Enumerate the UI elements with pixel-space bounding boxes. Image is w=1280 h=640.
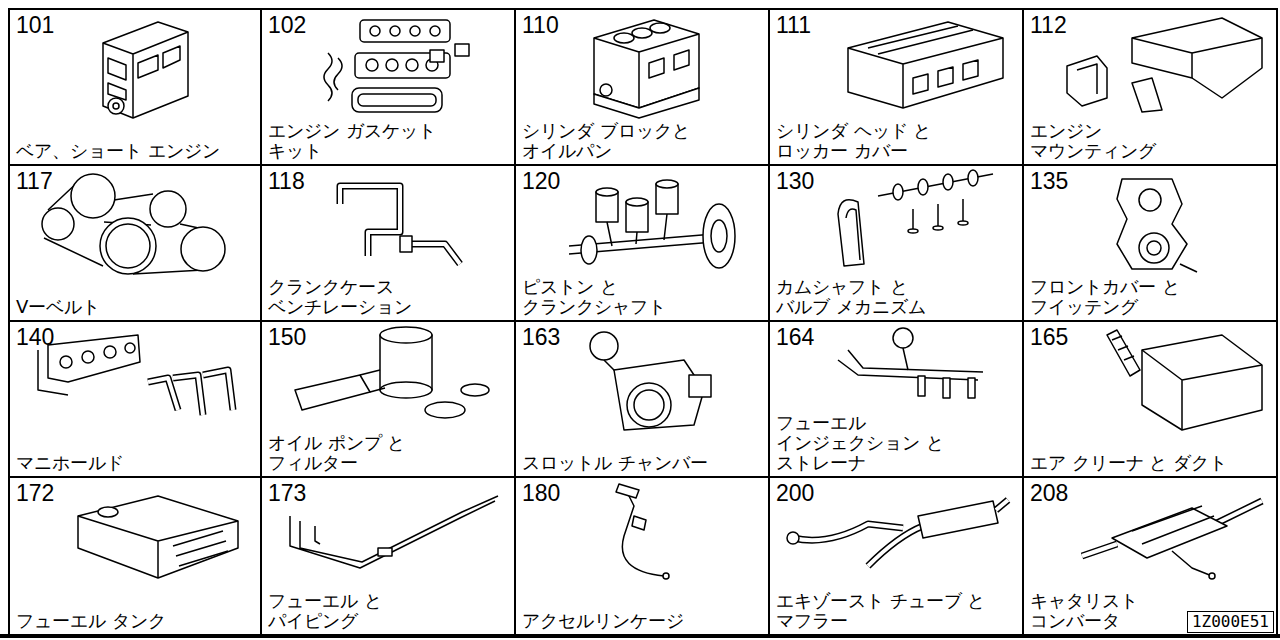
section-number: 163 (522, 325, 560, 350)
throttle-chamber-drawing (590, 332, 711, 430)
engine-mount-drawing (1067, 18, 1262, 112)
section-title: Vーベルト (16, 297, 100, 317)
catalyst-drawing (1082, 501, 1262, 579)
section-number: 111 (776, 13, 811, 38)
section-title: オイル ポンプ と フィルター (268, 433, 468, 473)
section-title: エンジン マウンティング (1030, 121, 1170, 161)
manifold-drawing (38, 335, 233, 415)
catalog-cell: 150 オイル ポンプ と フィルター (260, 320, 516, 478)
section-number: 135 (1030, 169, 1068, 194)
section-title: フューエル タンク (16, 611, 166, 631)
section-number: 150 (268, 325, 306, 350)
section-number: 117 (16, 169, 53, 194)
section-number: 180 (522, 481, 560, 506)
catalog-cell: 111 シリンダ ヘッド と ロッカー カバー (768, 8, 1024, 166)
catalog-cell: 164 フューエル インジェクション と ストレーナ (768, 320, 1024, 478)
cylinder-head-drawing (848, 22, 1003, 108)
section-title: フューエル インジェクション と ストレーナ (776, 413, 976, 473)
cylinder-block-drawing (594, 20, 699, 118)
section-title: シリンダ ヘッド と ロッカー カバー (776, 121, 976, 161)
camshaft-valve-drawing (838, 170, 993, 266)
drawing-code: 1Z000E51 (1187, 611, 1274, 633)
section-number: 172 (16, 481, 54, 506)
catalog-cell: 135 フロントカバー と フイッテング (1022, 164, 1278, 322)
section-title: クランクケース ベンチレーション (268, 277, 498, 317)
fuel-tank-drawing (78, 496, 238, 578)
exhaust-muffler-drawing (787, 500, 1008, 566)
accelerator-cable-drawing (616, 484, 669, 579)
section-number: 110 (522, 13, 559, 38)
belt-drawing (42, 174, 225, 274)
gasket-kit-drawing (324, 20, 469, 112)
section-title: エキゾースト チューブ と マフラー (776, 591, 1006, 631)
catalog-cell: 165 エア クリーナ と ダクト (1022, 320, 1278, 478)
section-title: シリンダ ブロックと オイルパン (522, 121, 752, 161)
section-title: フューエル と パイピング (268, 591, 448, 631)
catalog-cell: 200 エキゾースト チューブ と マフラー (768, 476, 1024, 636)
catalog-cell: 120 ピストン と クランクシャフト (514, 164, 770, 322)
section-number: 130 (776, 169, 814, 194)
section-title: エア クリーナ と ダクト (1030, 453, 1227, 473)
front-cover-drawing (1117, 179, 1197, 272)
section-number: 120 (522, 169, 560, 194)
section-number: 112 (1030, 13, 1067, 38)
section-title: アクセルリンケージ (522, 611, 684, 631)
section-number: 118 (268, 169, 305, 194)
section-number: 102 (268, 13, 306, 38)
fuel-piping-drawing (290, 496, 498, 568)
section-title: ピストン と クランクシャフト (522, 277, 722, 317)
section-number: 173 (268, 481, 306, 506)
catalog-cell: 101 ベア、ショート エンジン (8, 8, 262, 166)
catalog-cell: 117Vーベルト (8, 164, 262, 322)
section-number: 140 (16, 325, 54, 350)
section-number: 200 (776, 481, 814, 506)
catalog-cell: 102 エンジン ガスケット キット (260, 8, 516, 166)
section-title: スロットル チャンバー (522, 453, 708, 473)
section-title: キャタリスト コンバータ (1030, 591, 1180, 631)
section-title: フロントカバー と フイッテング (1030, 277, 1260, 317)
section-number: 165 (1030, 325, 1068, 350)
catalog-cell: 118 クランクケース ベンチレーション (260, 164, 516, 322)
section-title: ベア、ショート エンジン (16, 141, 220, 161)
section-title: エンジン ガスケット キット (268, 121, 458, 161)
ventilation-hose-drawing (340, 186, 460, 264)
fuel-injection-drawing (838, 328, 983, 398)
air-cleaner-drawing (1107, 330, 1262, 430)
section-number: 164 (776, 325, 814, 350)
catalog-cell: 180 アクセルリンケージ (514, 476, 770, 636)
section-number: 101 (16, 13, 54, 38)
section-title: カムシャフト と バルブ メカニズム (776, 277, 946, 317)
oil-pump-filter-drawing (295, 327, 489, 418)
section-title: マニホールド (16, 453, 124, 473)
catalog-cell: 110 シリンダ ブロックと オイルパン (514, 8, 770, 166)
catalog-cell: 172 フューエル タンク (8, 476, 262, 636)
section-number: 208 (1030, 481, 1068, 506)
catalog-cell: 173 フューエル と パイピング (260, 476, 516, 636)
piston-crank-drawing (569, 180, 735, 268)
catalog-cell: 163 スロットル チャンバー (514, 320, 770, 478)
short-engine-drawing (103, 22, 188, 118)
catalog-cell: 130 カムシャフト と バルブ メカニズム (768, 164, 1024, 322)
catalog-cell: 112 エンジン マウンティング (1022, 8, 1278, 166)
catalog-cell: 140 マニホールド (8, 320, 262, 478)
